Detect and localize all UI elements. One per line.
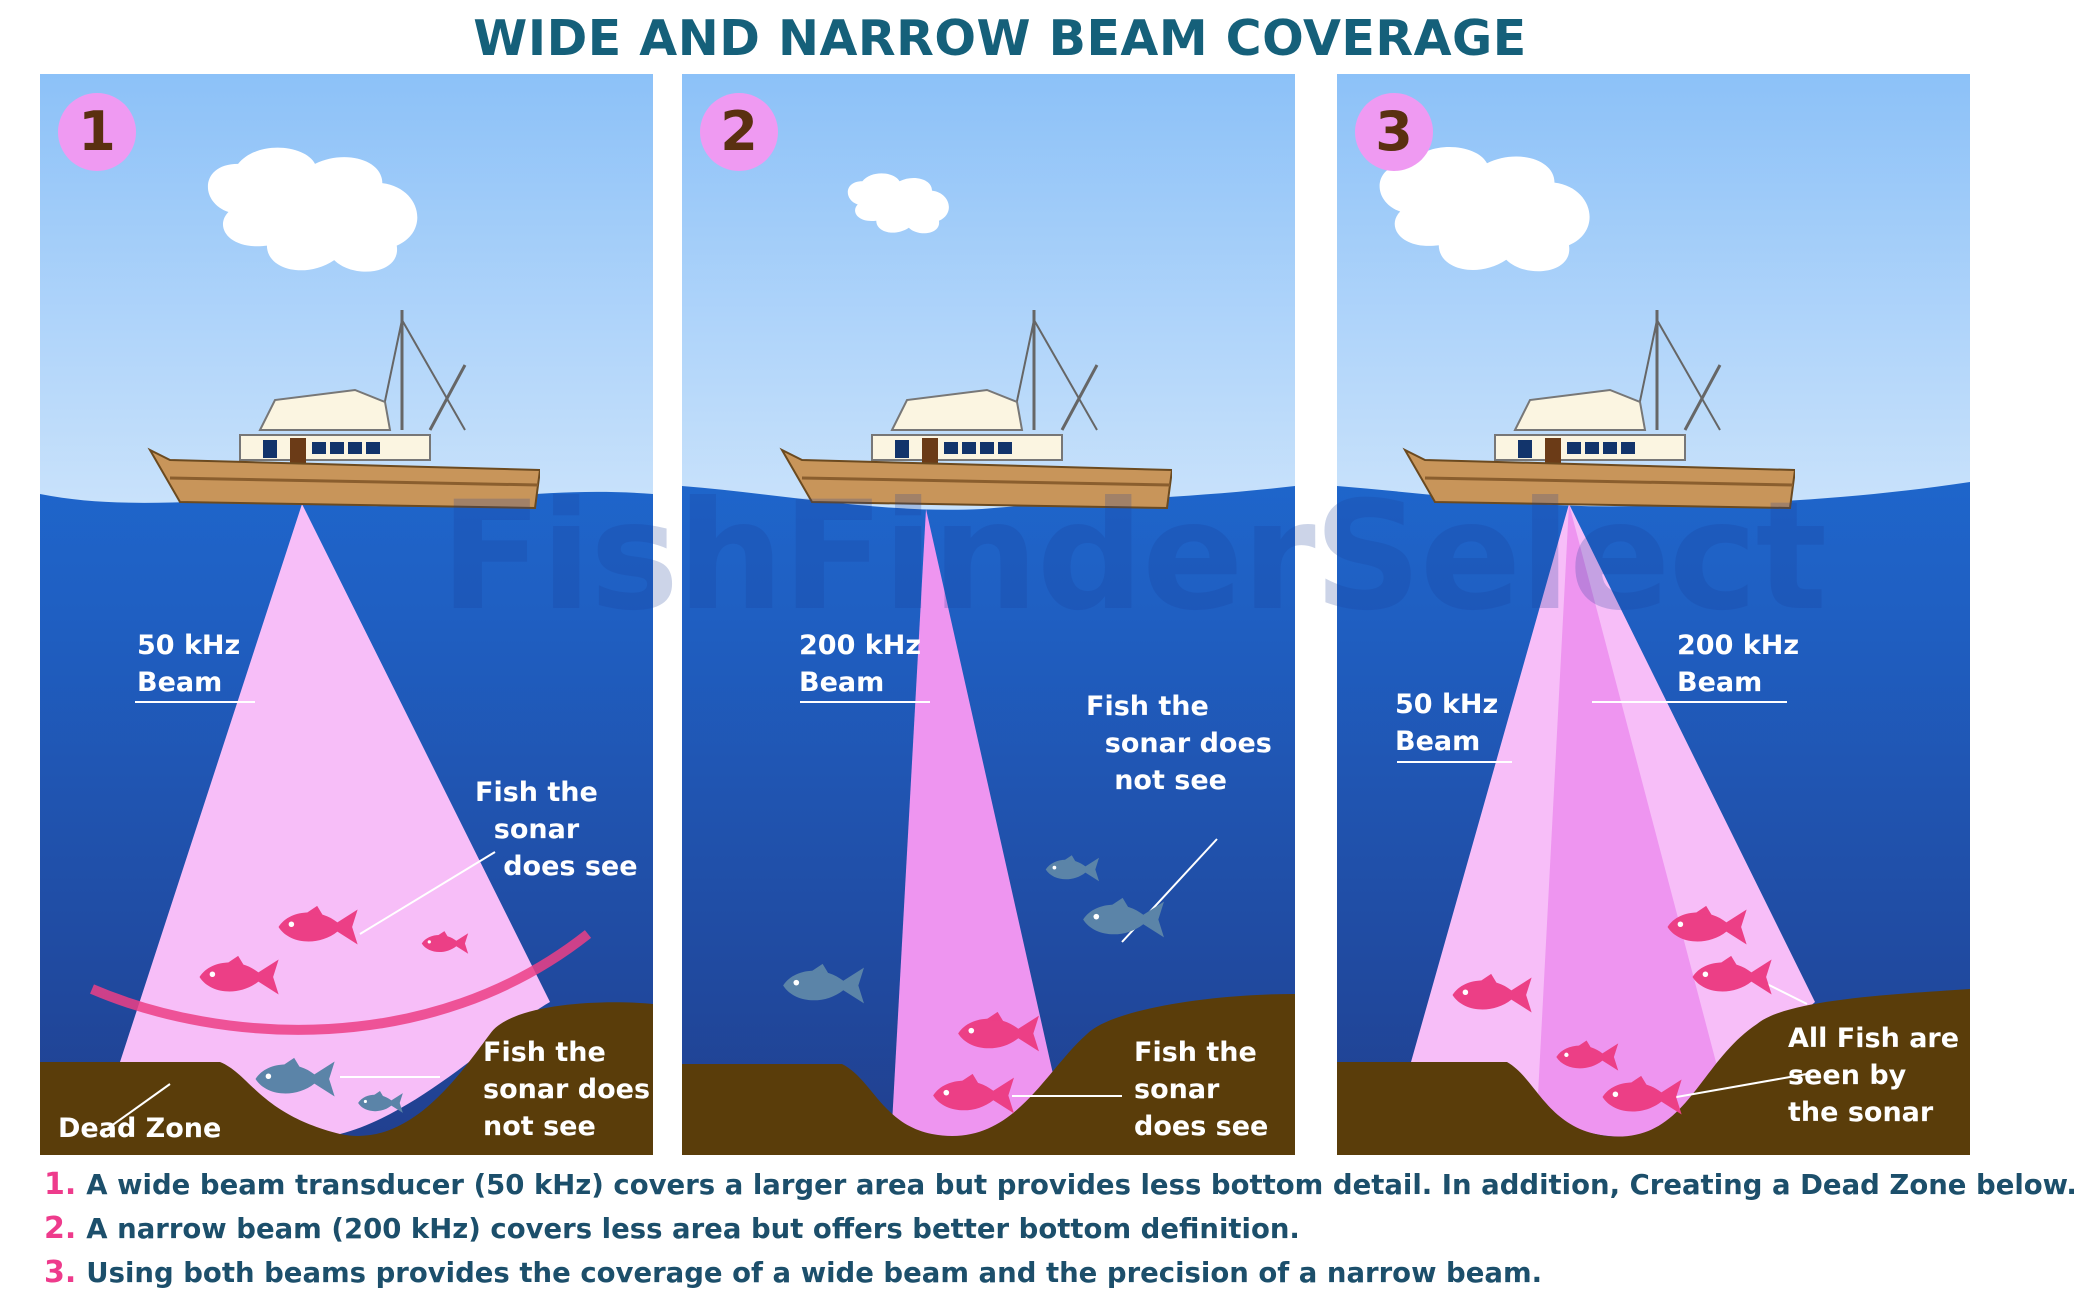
note-text: A wide beam transducer (50 kHz) covers a… (86, 1169, 2077, 1201)
note-number: 1. (44, 1167, 77, 1202)
panel-1-scene (40, 74, 653, 1155)
fish-unseen-label: Fish the sonar does not see (483, 1037, 651, 1142)
beam-label: 200 kHz Beam (799, 630, 922, 698)
beam-narrow-label: 200 kHz Beam (1677, 630, 1800, 698)
panel-number-badge: 2 (700, 93, 778, 171)
panel-number-badge: 3 (1355, 93, 1433, 171)
seabed (682, 994, 1295, 1155)
page-title: WIDE AND NARROW BEAM COVERAGE (473, 10, 1527, 67)
seabed (1337, 989, 1970, 1155)
fish-seen-label: Fish the sonar does see (475, 777, 638, 882)
all-fish-seen-label: All Fish are seen by the sonar (1788, 1023, 1960, 1128)
panel-number-badge: 1 (58, 93, 136, 171)
fish-seen-label: Fish the sonar does see (1134, 1037, 1269, 1142)
dead-zone-arc (90, 930, 592, 1035)
beam-200khz (1537, 504, 1727, 1138)
sky (682, 74, 1295, 510)
note-item: 3. Using both beams provides the coverage… (44, 1251, 1984, 1295)
note-number: 2. (44, 1211, 77, 1246)
panel-wide-beam: 1 50 kHz Beam Fish the sonar does see Fi… (40, 74, 653, 1155)
note-item: 2. A narrow beam (200 kHz) covers less ar… (44, 1207, 1984, 1251)
note-text: Using both beams provides the coverage o… (86, 1257, 1543, 1289)
panel-both-beams: 3 200 kHz Beam 50 kHz Beam All Fish are … (1337, 74, 1970, 1155)
sky (40, 74, 653, 507)
seabed (40, 1002, 653, 1155)
note-text: A narrow beam (200 kHz) covers less area… (86, 1213, 1300, 1245)
dead-zone-label: Dead Zone (58, 1113, 222, 1144)
notes-list: 1. A wide beam transducer (50 kHz) covers… (44, 1163, 2077, 1295)
panel-narrow-beam: 2 200 kHz Beam Fish the sonar does not s… (682, 74, 1295, 1155)
fish-unseen-label: Fish the sonar does not see (1086, 691, 1272, 796)
beam-wide-label: 50 kHz Beam (1395, 689, 1499, 757)
panel-2-scene (682, 74, 1295, 1155)
beam-label: 50 kHz Beam (137, 630, 241, 698)
note-item: 1. A wide beam transducer (50 kHz) covers… (44, 1163, 2077, 1207)
watermark: FishFinderSelect (440, 470, 1827, 644)
beam-200khz (892, 509, 1062, 1144)
note-number: 3. (44, 1255, 77, 1290)
panel-3-scene (1337, 74, 1970, 1155)
